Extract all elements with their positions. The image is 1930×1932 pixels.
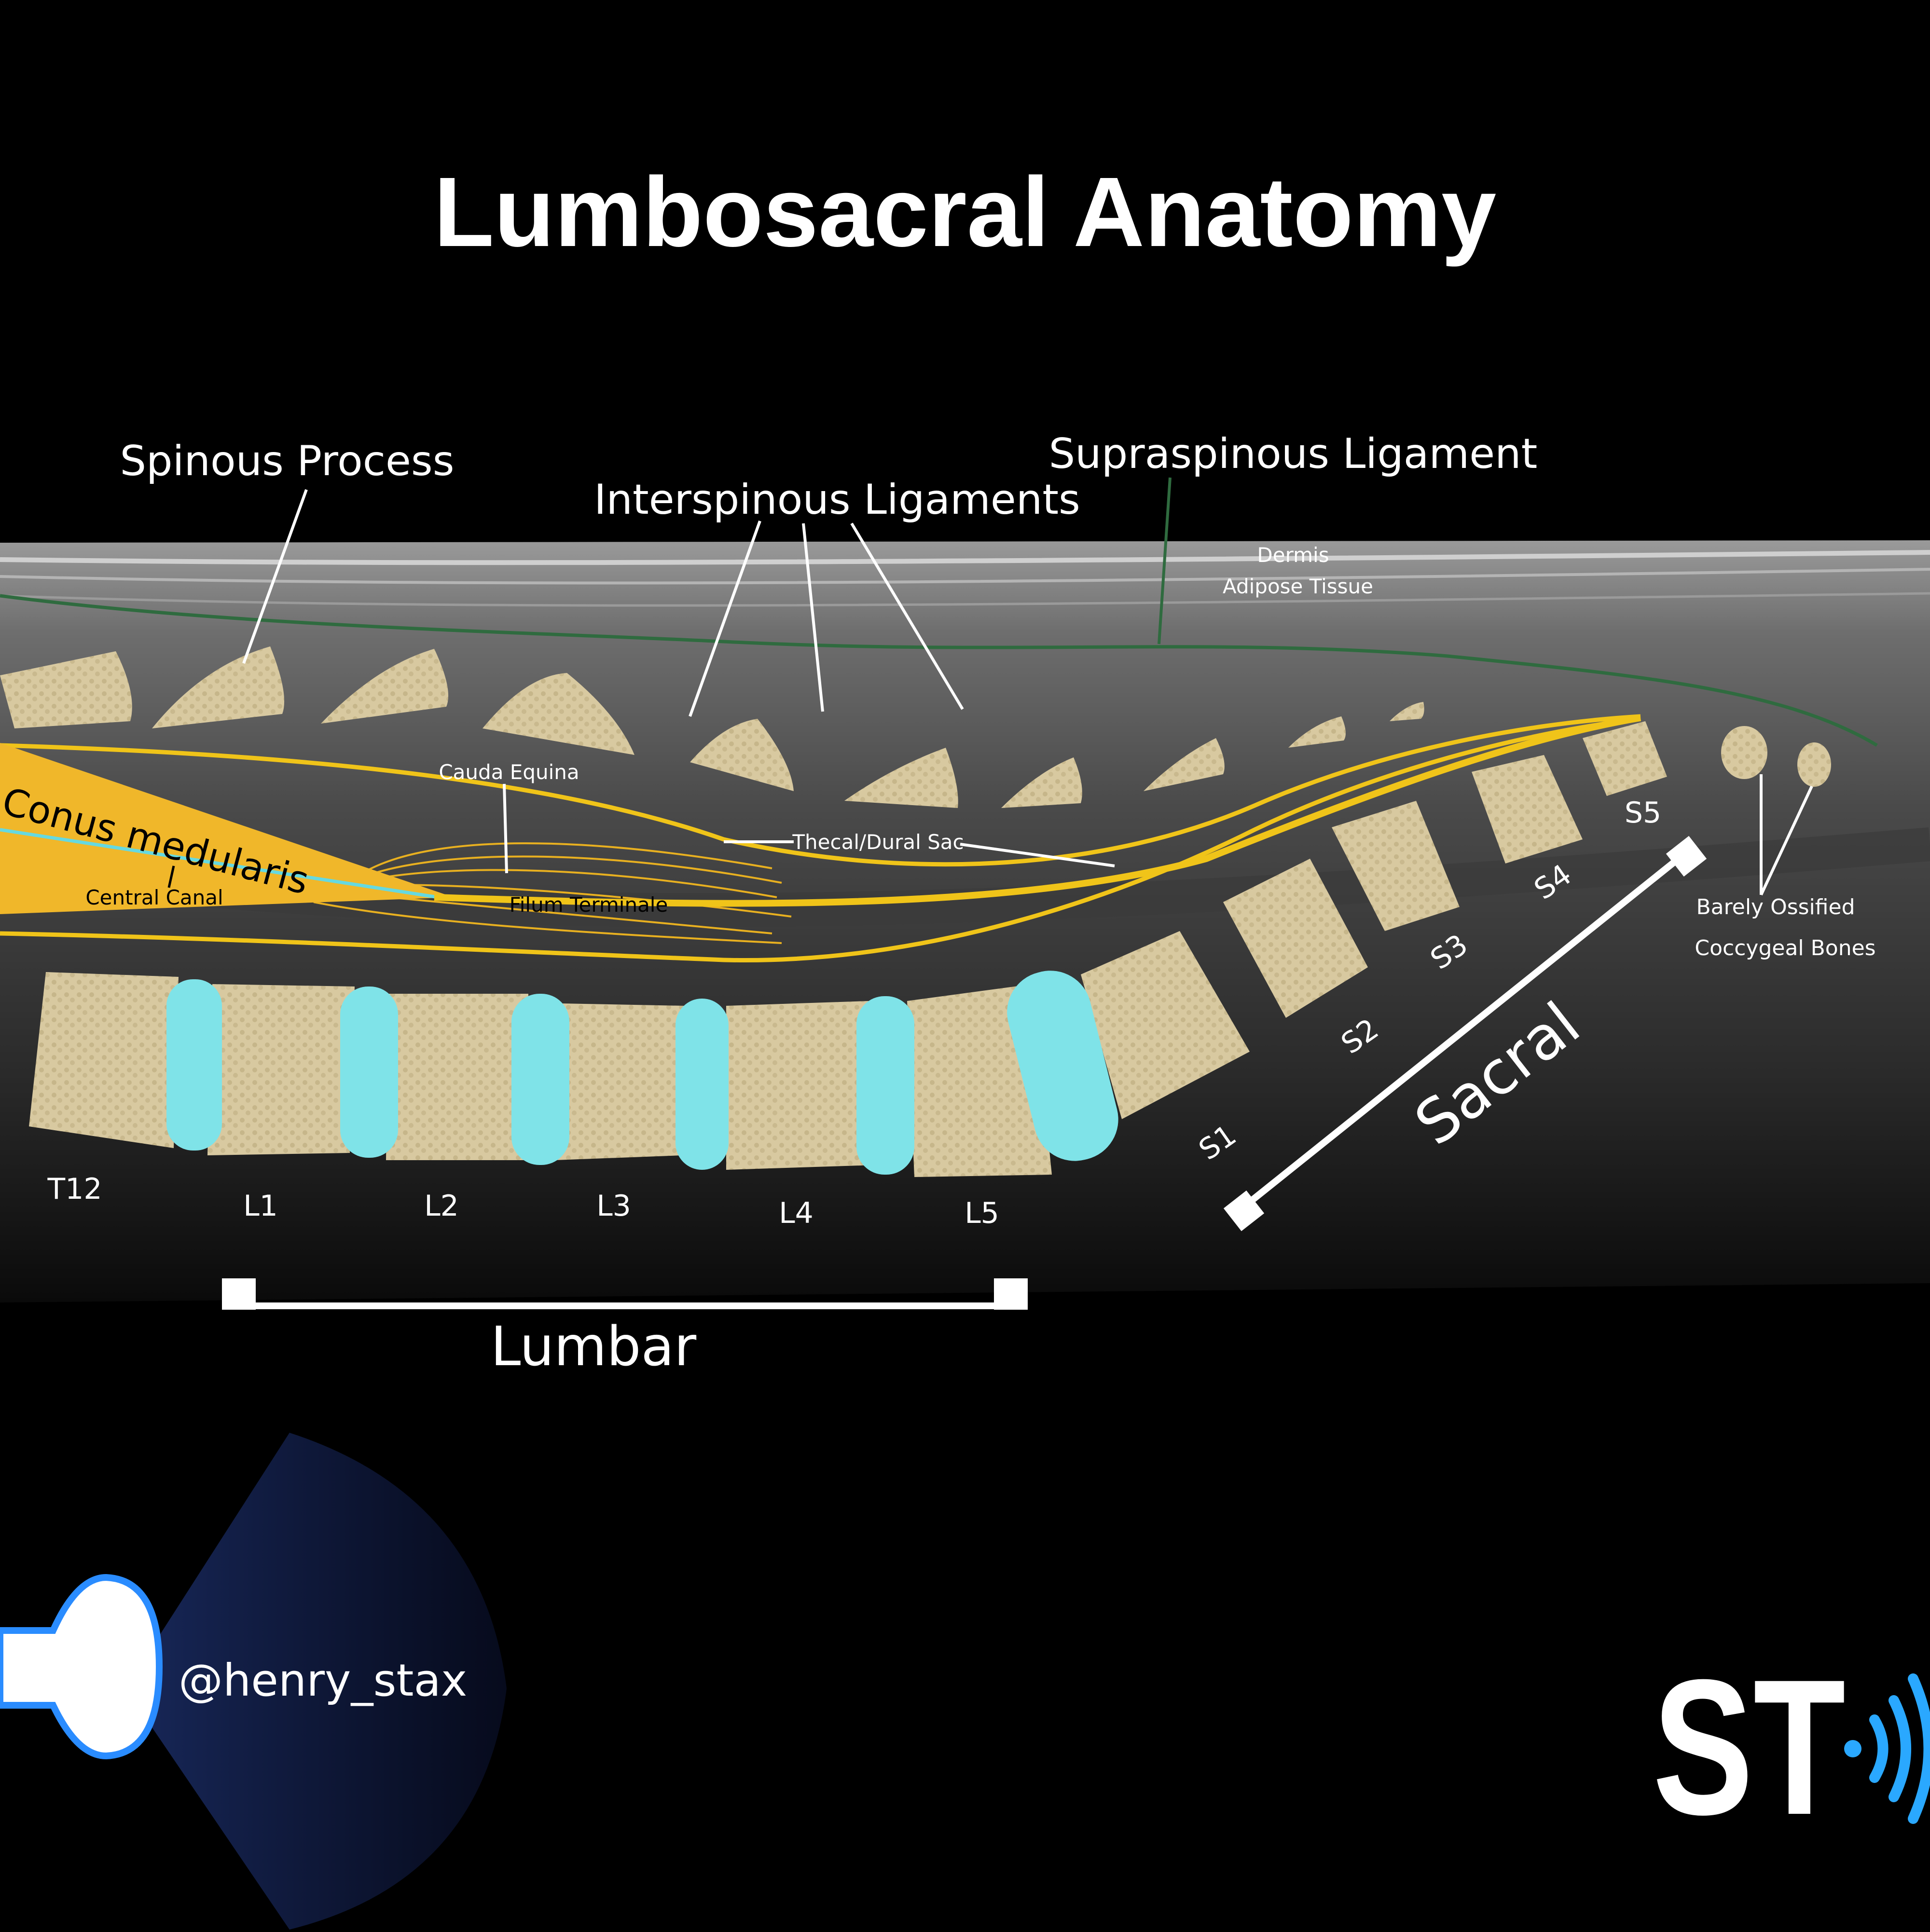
conus-medullaris (0, 743, 454, 914)
label-dermis: Dermis (1257, 543, 1329, 567)
spinous-process (321, 649, 449, 724)
thecal-sac (0, 714, 1641, 963)
skin-line (0, 550, 1930, 565)
leader-coccyx-2 (1760, 785, 1813, 896)
label-central-canal: Central Canal (85, 886, 223, 909)
leader-spinous-process (242, 489, 308, 664)
label-l3: L3 (596, 1189, 631, 1223)
spinous-process (1390, 702, 1424, 721)
leader-lines (242, 489, 1813, 896)
dermis-line (0, 568, 1930, 585)
leader-supraspinous-ligament (1158, 477, 1172, 644)
coccygeal-bone (1721, 726, 1767, 779)
thecal-sac-dorsal-wall (0, 714, 1641, 867)
label-thecal-sac: Thecal/Dural Sac (792, 830, 964, 854)
label-l1: L1 (243, 1189, 278, 1223)
bracket-end (1223, 1190, 1265, 1232)
vertebral-body-s2 (1223, 859, 1368, 1018)
label-filum-terminale: Filum Terminale (510, 893, 668, 917)
cauda-equina-fiber (366, 869, 777, 898)
signal-arc (1908, 1673, 1930, 1824)
spinous-process (1144, 738, 1225, 791)
probe-icon (0, 1574, 163, 1760)
thecal-sac-ventral-wall (0, 716, 1641, 963)
cauda-equina-fiber (366, 842, 772, 872)
label-spinous-process: Spinous Process (120, 437, 454, 485)
label-l2: L2 (424, 1189, 459, 1223)
intervertebral-disc (511, 994, 569, 1165)
label-interspinous-ligaments: Interspinous Ligaments (594, 476, 1080, 524)
leader-interspinous-1 (689, 520, 761, 717)
leader-thecal-sac-right (960, 843, 1115, 867)
spinous-process (1001, 757, 1082, 808)
label-s5: S5 (1625, 796, 1661, 830)
central-canal (0, 828, 454, 902)
leader-central-canal (167, 865, 175, 888)
intervertebral-disc (676, 999, 729, 1170)
intervertebral-discs (166, 971, 1118, 1175)
filum-terminale (434, 714, 1641, 907)
signal-dot (1844, 1740, 1861, 1757)
page-title: Lumbosacral Anatomy (434, 157, 1496, 267)
lumbar-bracket (222, 1278, 1028, 1310)
leader-interspinous-2 (802, 523, 824, 712)
vertebral-body-s3 (1332, 801, 1460, 931)
cauda-equina-fiber (313, 901, 782, 944)
spinous-process (0, 651, 132, 728)
bracket-bar (1230, 853, 1684, 1219)
spinous-process (1288, 716, 1346, 748)
signal-arc (1869, 1714, 1889, 1783)
vertebral-body-s5 (1583, 721, 1667, 796)
vertebral-body-l2 (386, 994, 528, 1160)
spinous-processes (0, 646, 1424, 808)
spinous-process (152, 646, 285, 728)
signal-arc (1889, 1695, 1911, 1802)
probe-graphic (0, 1433, 507, 1930)
label-coccygeal-bones: Coccygeal Bones (1695, 936, 1875, 960)
intervertebral-disc (340, 987, 398, 1158)
vertebral-body-l3 (555, 1003, 685, 1160)
supraspinous-ligament-line (0, 594, 1878, 747)
vertebral-body-s4 (1472, 755, 1583, 863)
spinous-process (690, 719, 794, 791)
spinous-process (482, 673, 634, 755)
bracket-bar (222, 1302, 1028, 1309)
label-cauda-equina: Cauda Equina (439, 760, 579, 784)
vertebral-body-l4 (726, 1001, 876, 1170)
ultrasound-beam (125, 1433, 507, 1930)
label-l4: L4 (779, 1196, 813, 1230)
spinous-process (844, 748, 958, 808)
label-supraspinous-ligament: Supraspinous Ligament (1049, 430, 1538, 478)
label-adipose-tissue: Adipose Tissue (1223, 575, 1373, 598)
signal-waves-icon (1844, 1673, 1930, 1824)
intervertebral-disc (856, 996, 914, 1175)
logo-text: ST (1653, 1639, 1846, 1855)
vertebral-body-l1 (207, 984, 355, 1155)
bracket-end (1666, 836, 1707, 877)
cauda-equina-fiber (366, 855, 782, 884)
label-barely-ossified: Barely Ossified (1696, 895, 1855, 919)
ultrasound-image (0, 540, 1930, 1302)
sacral-bracket (1223, 836, 1707, 1232)
label-t12: T12 (47, 1172, 102, 1206)
handle-text: @henry_stax (179, 1655, 467, 1706)
vertebral-body-t12 (29, 972, 179, 1148)
vertebral-bodies (29, 721, 1831, 1177)
coccygeal-bone (1797, 742, 1831, 787)
intervertebral-disc (166, 979, 222, 1151)
leader-interspinous-3 (850, 522, 964, 710)
label-lumbar: Lumbar (491, 1315, 697, 1378)
label-l5: L5 (965, 1196, 999, 1230)
leader-cauda-equina (503, 783, 508, 874)
vertebral-body-s1 (1081, 931, 1250, 1119)
intervertebral-disc (1007, 971, 1118, 1161)
